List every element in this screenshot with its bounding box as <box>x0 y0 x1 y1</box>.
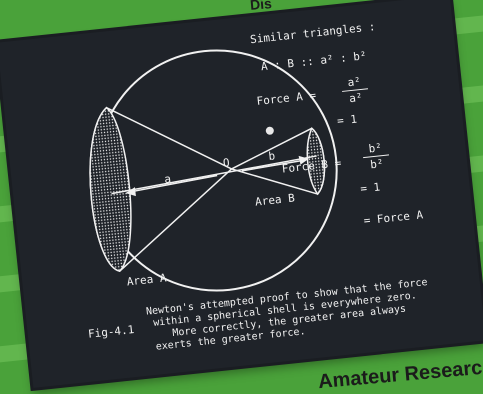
force-b-denominator: b² <box>369 157 385 172</box>
arrow-a-head <box>125 187 136 197</box>
glare-spot <box>265 126 274 135</box>
arrow-b <box>241 159 304 172</box>
force-b-fraction: b² b² <box>362 140 391 172</box>
force-a-result: = 1 <box>336 112 358 128</box>
arrow-b-head <box>298 155 309 165</box>
label-b: b <box>267 149 276 163</box>
arrow-a <box>133 174 218 193</box>
area-a-shaded <box>89 106 132 273</box>
axis-line <box>111 155 317 195</box>
force-a-denominator: a² <box>348 90 364 106</box>
force-a-fraction: a² a² <box>341 74 370 106</box>
force-b-result: = 1 <box>359 180 381 196</box>
center-label-o: O <box>222 156 231 170</box>
top-caption: Dis <box>249 0 273 13</box>
label-a: a <box>163 172 172 186</box>
area-b-shaded <box>306 127 326 196</box>
